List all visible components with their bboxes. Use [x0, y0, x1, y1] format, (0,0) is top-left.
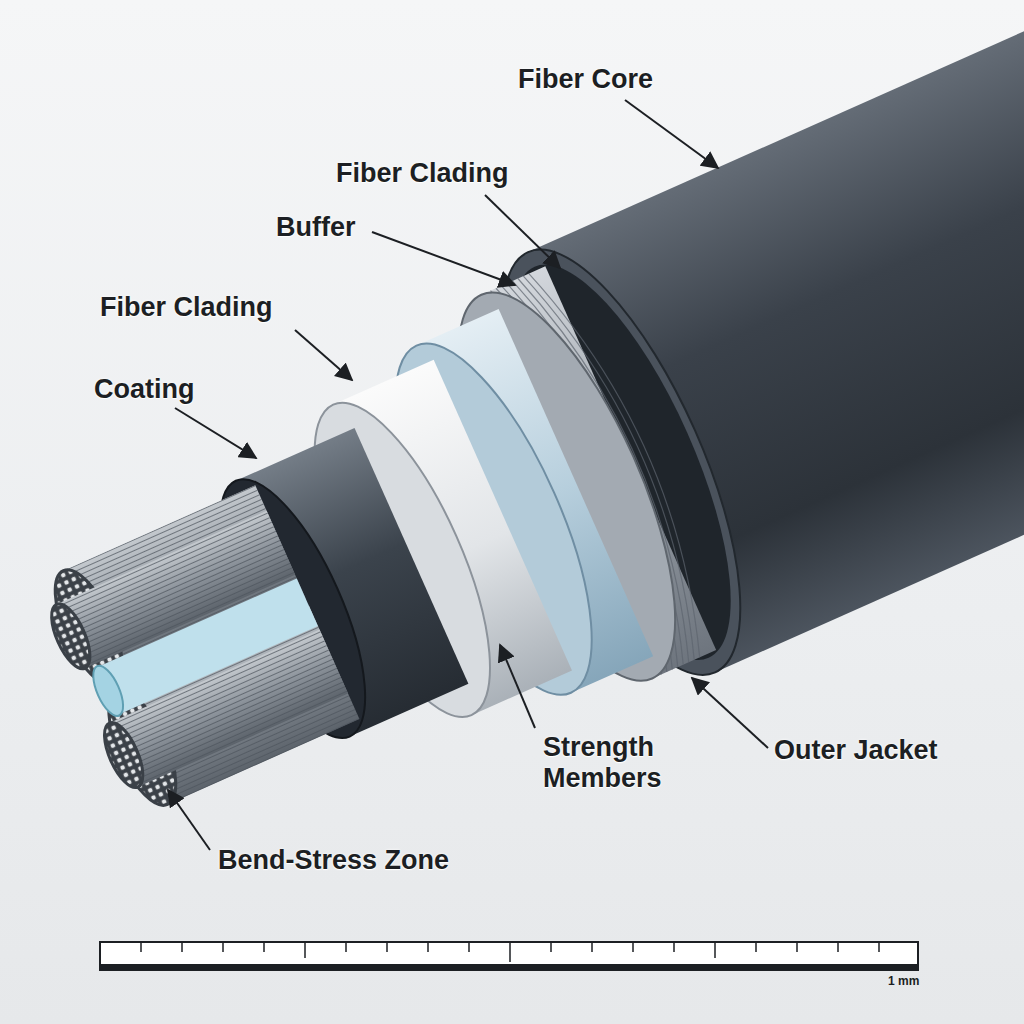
strand-bundles — [32, 485, 359, 818]
strand-bundles — [97, 717, 151, 792]
strand-bundles — [109, 630, 348, 787]
scale-bar — [755, 942, 757, 952]
leader-lines — [500, 645, 535, 728]
scale-bar — [222, 942, 224, 952]
cable-cutaway — [0, 0, 1024, 912]
scale-label: 1 mm — [888, 975, 919, 989]
part-label: Fiber Clading — [336, 158, 509, 189]
strand-bundles — [57, 511, 296, 668]
scale-bar — [100, 942, 918, 970]
scale-bar — [100, 942, 918, 970]
part-label: Outer Jacket — [774, 735, 938, 766]
strand-bundles — [57, 511, 296, 668]
scale-bar — [345, 942, 347, 952]
part-label: Fiber Clading — [100, 292, 273, 323]
scale-bar — [591, 942, 593, 952]
scale-bar — [140, 942, 142, 952]
leader-lines — [692, 678, 768, 748]
scale-bar — [714, 942, 716, 958]
scale-bar — [304, 942, 306, 958]
scale-bar — [100, 964, 918, 970]
part-label: Buffer — [276, 212, 356, 243]
leader-lines — [625, 100, 718, 168]
strand-bundles — [109, 630, 348, 787]
leader-lines — [168, 100, 768, 850]
scale-bar — [673, 942, 675, 952]
strand-bundles — [44, 599, 98, 674]
part-label: Coating — [94, 374, 195, 405]
scale-bar — [141, 942, 879, 962]
leader-lines — [485, 195, 560, 268]
strand-bundles — [87, 662, 129, 720]
scale-bar — [263, 942, 265, 952]
scale-bar — [878, 942, 880, 952]
part-label: Strength Members — [543, 732, 693, 794]
leader-lines — [168, 790, 210, 850]
scale-bar — [632, 942, 634, 952]
scale-bar — [796, 942, 798, 952]
scale-bar — [181, 942, 183, 952]
leader-lines — [372, 232, 515, 285]
part-label: Fiber Core — [518, 64, 653, 95]
zone-label: Bend-Stress Zone — [218, 845, 449, 876]
scale-bar — [509, 942, 511, 962]
scale-bar — [427, 942, 429, 952]
scale-bar — [550, 942, 552, 952]
scale-bar — [386, 942, 388, 952]
leader-lines — [175, 408, 256, 458]
leader-lines — [295, 330, 352, 380]
scale-bar — [468, 942, 470, 952]
scale-bar — [837, 942, 839, 952]
